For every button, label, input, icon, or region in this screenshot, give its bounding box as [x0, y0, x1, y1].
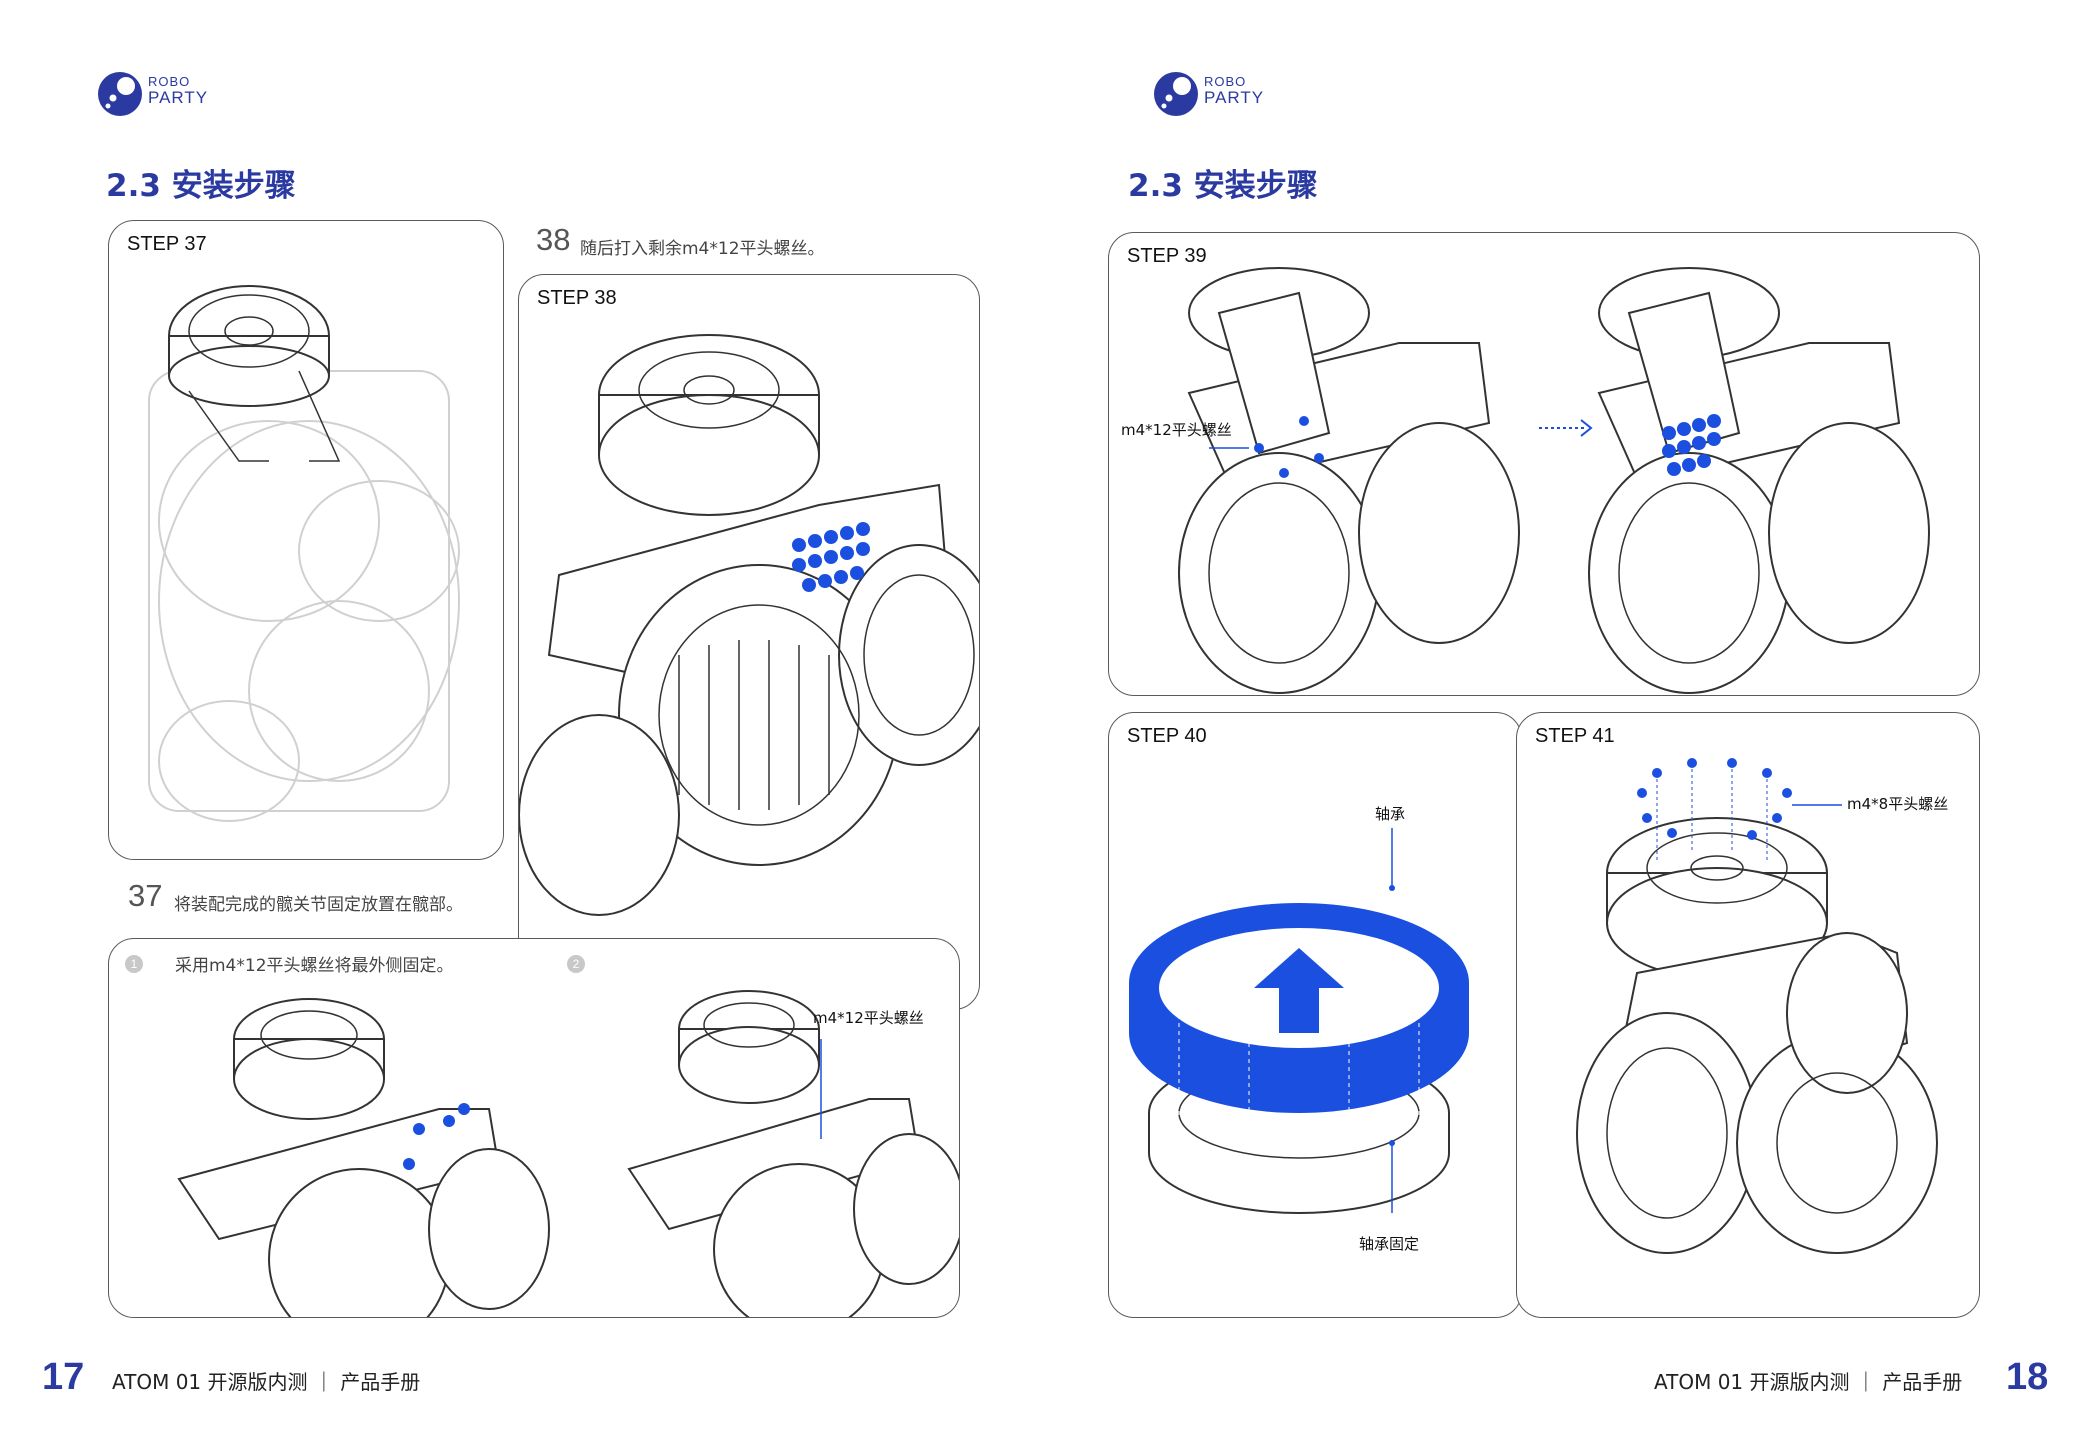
footer-text-right: ATOM 01 开源版内测 ｜ 产品手册	[1654, 1370, 1963, 1394]
step39-panel: STEP 39 m4*12平头螺丝	[1108, 232, 1980, 696]
step38-number: 38	[536, 222, 571, 257]
brand-line1: ROBO	[148, 74, 191, 89]
step39-label: STEP 39	[1127, 245, 1207, 267]
step41-illustration	[1576, 758, 1938, 1254]
substep1-index: 1	[125, 955, 143, 973]
robo-party-logo-icon	[1154, 72, 1198, 116]
step40-label: STEP 40	[1127, 725, 1207, 747]
step40-panel: STEP 40 轴承 轴承固定	[1108, 712, 1522, 1318]
step40-callout-top: 轴承	[1375, 805, 1406, 823]
step37-illustration	[148, 285, 460, 822]
step39-callout: m4*12平头螺丝	[1121, 421, 1232, 439]
up-arrow-icon	[1254, 948, 1344, 1033]
step37-instruction: 将装配完成的髋关节固定放置在髋部。	[174, 895, 463, 915]
page-number-right: 18	[2006, 1356, 2049, 1398]
substep-panel: 1 采用m4*12平头螺丝将最外侧固定。 2 m4*12平头螺丝	[108, 938, 960, 1318]
page-title-left: 2.3 安装步骤	[106, 168, 296, 204]
brand-line2-right: PARTY	[1204, 88, 1265, 107]
step38-instruction: 随后打入剩余m4*12平头螺丝。	[580, 239, 825, 259]
step38-label: STEP 38	[537, 287, 617, 309]
step41-callout: m4*8平头螺丝	[1847, 795, 1949, 813]
step37-panel: STEP 37	[108, 220, 504, 860]
step39-illustration	[1178, 267, 1930, 694]
substep2-index: 2	[567, 955, 585, 973]
step41-panel: STEP 41 m4*8平头螺丝	[1516, 712, 1980, 1318]
robo-party-logo: ROBO PARTY	[96, 68, 236, 118]
substep2-callout: m4*12平头螺丝	[813, 1009, 924, 1027]
substep1-text: 采用m4*12平头螺丝将最外侧固定。	[175, 956, 454, 976]
brand-line1-right: ROBO	[1204, 74, 1247, 89]
footer-text-left: ATOM 01 开源版内测 ｜ 产品手册	[112, 1370, 421, 1394]
robo-party-logo-right: ROBO PARTY	[1152, 68, 1292, 118]
step37-label: STEP 37	[127, 233, 207, 255]
substep-illustration	[177, 990, 959, 1317]
page-number-left: 17	[42, 1356, 85, 1398]
dotted-arrow-icon	[1539, 419, 1593, 437]
step40-callout-bottom: 轴承固定	[1359, 1235, 1420, 1253]
step40-illustration	[1129, 828, 1469, 1214]
step37-number: 37	[128, 878, 163, 913]
robo-party-logo-icon	[98, 72, 142, 116]
page-title-right: 2.3 安装步骤	[1128, 168, 1318, 204]
step38-panel: STEP 38	[518, 274, 980, 1010]
step41-label: STEP 41	[1535, 725, 1615, 747]
step38-illustration	[519, 334, 979, 916]
brand-line2: PARTY	[148, 88, 209, 107]
